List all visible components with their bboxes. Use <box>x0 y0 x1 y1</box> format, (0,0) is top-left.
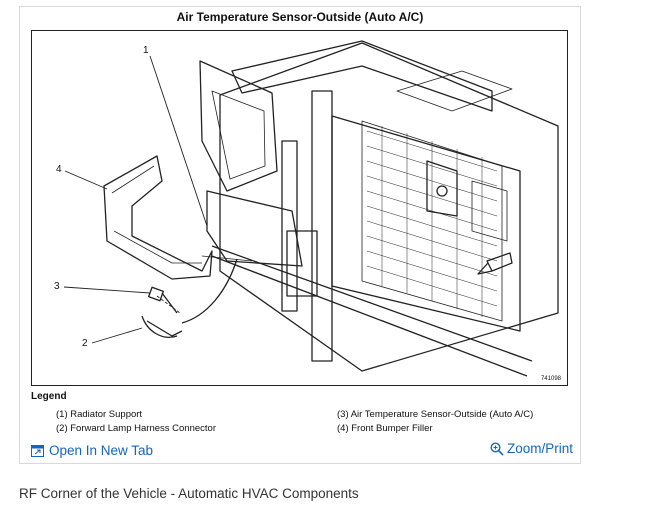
callout-2: 2 <box>82 338 88 349</box>
zoom-icon <box>490 441 504 456</box>
radiator-support-frame <box>219 42 559 372</box>
zoom-print-link[interactable]: Zoom/Print <box>490 441 573 456</box>
diagram-card: Air Temperature Sensor-Outside (Auto A/C… <box>19 6 581 464</box>
image-caption: RF Corner of the Vehicle - Automatic HVA… <box>19 486 359 501</box>
callout-4: 4 <box>56 164 62 175</box>
callout-1: 1 <box>143 45 149 56</box>
legend-item-2: (2) Forward Lamp Harness Connector <box>56 423 216 434</box>
callout-3: 3 <box>54 281 60 292</box>
legend-item-1: (1) Radiator Support <box>56 409 143 420</box>
figure-title: Air Temperature Sensor-Outside (Auto A/C… <box>176 10 424 24</box>
open-in-new-tab-link[interactable]: Open In New Tab <box>31 443 153 458</box>
legend-item-4: (4) Front Bumper Filler <box>337 423 433 434</box>
figure-code: 741098 <box>540 376 561 382</box>
open-new-tab-icon <box>31 444 44 457</box>
callout-3-leader <box>63 286 151 294</box>
legend-title: Legend <box>31 391 67 402</box>
figure-illustration: 1 2 3 4 741098 <box>31 30 568 386</box>
zoom-print-label: Zoom/Print <box>506 441 573 456</box>
line-drawing <box>63 40 559 377</box>
callout-1-leader <box>149 55 208 227</box>
legend-item-3: (3) Air Temperature Sensor-Outside (Auto… <box>337 409 534 420</box>
open-in-new-tab-label: Open In New Tab <box>49 443 154 458</box>
callout-2-leader <box>91 327 143 344</box>
callout-4-leader <box>64 170 108 190</box>
